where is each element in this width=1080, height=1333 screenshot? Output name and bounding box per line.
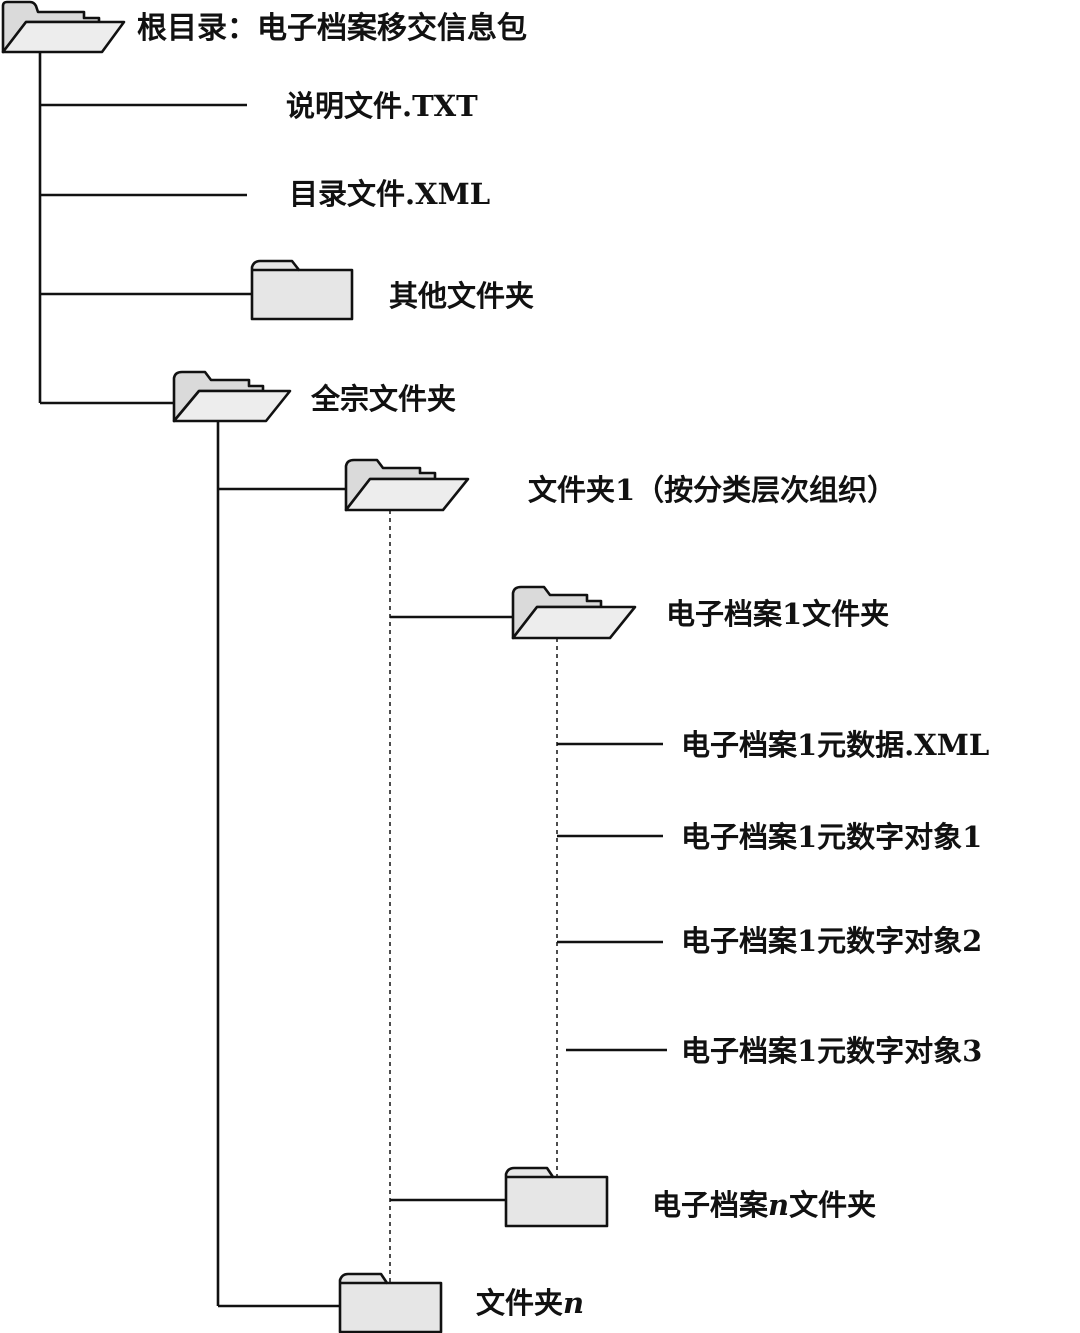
root-prefix: 根目录： <box>137 11 257 46</box>
other-folder-label: 其他文件夹 <box>389 279 534 313</box>
open-folder-icon <box>511 585 637 640</box>
open-folder-icon <box>172 370 292 423</box>
folder-n-label-start: 文件夹 <box>476 1286 563 1320</box>
catalog-file-label: 目录文件.XML <box>289 177 490 211</box>
open-folder-icon <box>1 0 126 54</box>
metadata-file-label: 电子档案1元数据.XML <box>681 728 989 762</box>
fonds-folder-label: 全宗文件夹 <box>310 382 456 416</box>
record-n-folder-label: 电子档案n文件夹 <box>652 1188 876 1222</box>
digital-object-1-label: 电子档案1元数字对象1 <box>681 820 982 854</box>
readme-file-label: 说明文件.TXT <box>286 89 478 123</box>
record-n-label-end: 文件夹 <box>789 1188 876 1222</box>
tree-connectors <box>38 52 667 1308</box>
folder-n-label: 文件夹n <box>476 1286 584 1320</box>
open-folder-icon <box>344 458 470 512</box>
closed-folder-icon <box>338 1272 443 1333</box>
closed-folder-icon <box>250 259 354 321</box>
digital-object-3-label: 电子档案1元数字对象3 <box>681 1034 982 1068</box>
folder-1-label: 文件夹1（按分类层次组织） <box>528 473 896 507</box>
record-n-variable: n <box>768 1188 789 1222</box>
record-n-label-start: 电子档案 <box>652 1188 769 1222</box>
root-title: 电子档案移交信息包 <box>257 11 527 46</box>
closed-folder-icon <box>504 1166 609 1228</box>
record-1-folder-label: 电子档案1文件夹 <box>666 597 889 631</box>
digital-object-2-label: 电子档案1元数字对象2 <box>681 924 982 958</box>
root-folder-label: 根目录：电子档案移交信息包 <box>137 11 527 46</box>
folder-n-variable: n <box>563 1286 584 1320</box>
